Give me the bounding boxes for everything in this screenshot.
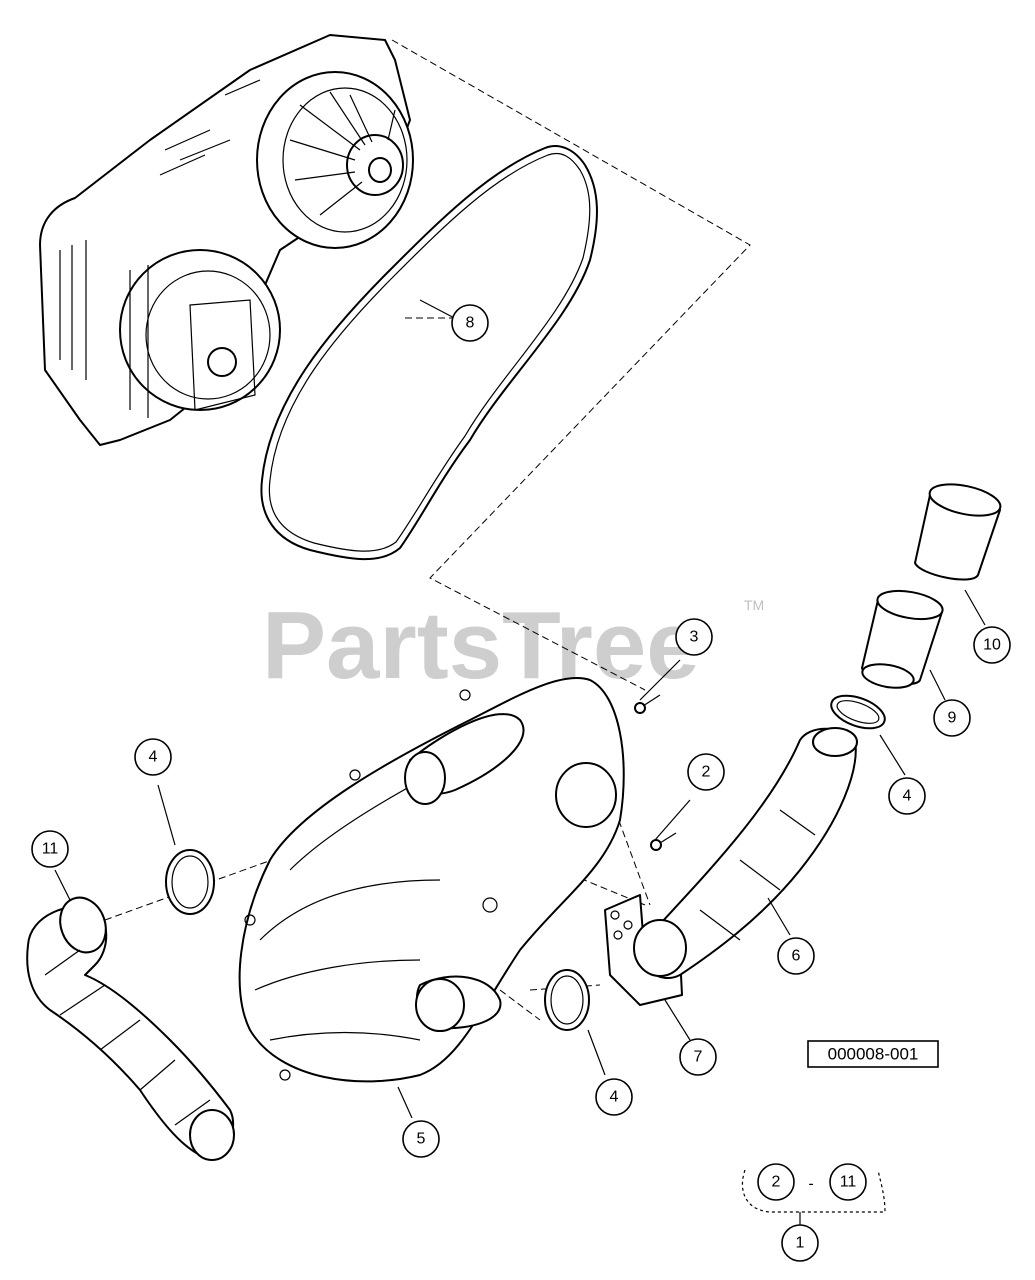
- callout-7: 7: [679, 1038, 717, 1076]
- svg-text:1: 1: [796, 1235, 805, 1252]
- svg-text:4: 4: [149, 749, 158, 766]
- callout-leaders: [54, 299, 986, 1119]
- watermark-trademark: TM: [744, 597, 764, 613]
- callout-6: 6: [777, 937, 815, 975]
- svg-text:3: 3: [690, 629, 699, 646]
- svg-text:5: 5: [417, 1131, 426, 1148]
- callout-2-screw: 2: [687, 753, 725, 791]
- callout-1: 1: [781, 1224, 819, 1262]
- svg-text:2: 2: [772, 1174, 781, 1191]
- assembly-range: 2 - 11 1: [741, 1163, 886, 1262]
- callout-11-left: 11: [31, 830, 69, 868]
- callout-4-bottom: 4: [595, 1078, 633, 1116]
- screw-2: [650, 832, 677, 851]
- outer-clutch-cover: [238, 677, 625, 1083]
- hose-clamp-lower: [544, 969, 590, 1031]
- screw-3: [634, 694, 661, 714]
- svg-text:2: 2: [702, 764, 711, 781]
- svg-text:7: 7: [694, 1049, 703, 1066]
- callout-5: 5: [402, 1120, 440, 1158]
- svg-text:4: 4: [610, 1089, 619, 1106]
- callout-10: 10: [973, 626, 1011, 664]
- svg-text:8: 8: [466, 315, 475, 332]
- watermark-brand: PartsTree: [262, 592, 700, 699]
- svg-text:11: 11: [840, 1174, 857, 1191]
- clutch-inner-housing: [39, 34, 414, 446]
- leader-lines: [104, 39, 751, 1021]
- air-filter: [861, 589, 944, 689]
- hose-clamp-upper: [830, 694, 886, 730]
- callout-4-right: 4: [888, 777, 926, 815]
- callout-8: 8: [451, 304, 489, 342]
- callout-4-left: 4: [134, 738, 172, 776]
- hose-clamp-left: [165, 849, 215, 915]
- callout-2-range: 2: [757, 1163, 795, 1201]
- svg-text:11: 11: [42, 841, 59, 858]
- callout-9: 9: [933, 699, 971, 737]
- callout-11-range: 11: [829, 1163, 867, 1201]
- exhaust-duct: [26, 896, 235, 1161]
- range-separator: -: [808, 1176, 813, 1193]
- watermark: PartsTree TM: [262, 592, 764, 699]
- intake-duct: [633, 727, 858, 980]
- drive-belt: [260, 145, 598, 561]
- reference-code-box: 000008-001: [807, 1040, 939, 1068]
- callout-3: 3: [675, 618, 713, 656]
- svg-text:9: 9: [948, 710, 957, 727]
- svg-text:4: 4: [903, 788, 912, 805]
- reference-code: 000008-001: [828, 1045, 919, 1064]
- svg-text:6: 6: [792, 948, 801, 965]
- pre-filter: [914, 483, 1002, 581]
- svg-text:10: 10: [983, 637, 1001, 654]
